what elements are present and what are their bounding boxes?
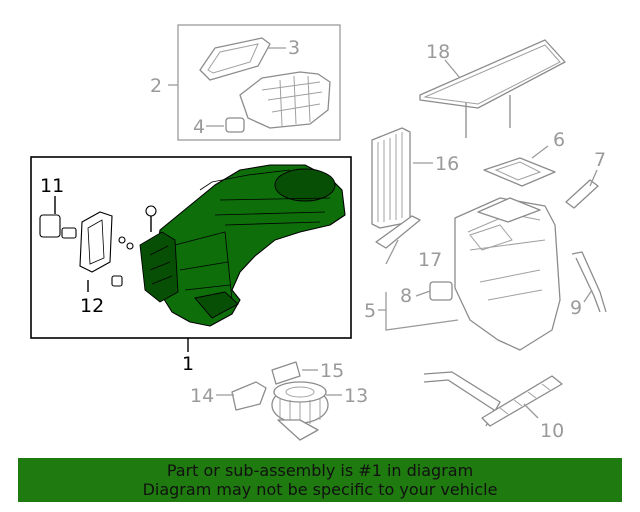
callout-9: 9 [570,297,582,319]
part-7-sensor[interactable] [565,179,599,209]
callout-4: 4 [193,116,205,138]
callout-6: 6 [553,129,565,151]
part-12-cover[interactable] [79,211,113,273]
info-banner: Part or sub-assembly is #1 in diagram Di… [18,458,622,502]
part-16-cabin-filter[interactable] [371,127,411,229]
callout-7: 7 [594,149,606,171]
banner-line-1: Part or sub-assembly is #1 in diagram [166,461,474,480]
callout-17: 17 [418,249,442,271]
callout-18: 18 [426,41,450,63]
part-14-resistor[interactable] [231,381,267,411]
callout-15: 15 [320,360,344,382]
part-10-tubes[interactable] [423,371,563,427]
callout-2: 2 [150,75,162,97]
callout-16: 16 [435,153,459,175]
callout-8: 8 [400,285,412,307]
callout-3: 3 [288,37,300,59]
part-5-housing[interactable] [454,197,561,351]
part-11-actuator[interactable] [39,214,77,239]
part-15-gasket[interactable] [271,361,301,385]
parts-diagram: 3 2 4 18 16 6 7 17 5 8 9 10 15 14 13 11 … [30,24,607,442]
banner-line-2: Diagram may not be specific to your vehi… [142,480,498,499]
part-4-clip[interactable] [225,117,245,133]
part-18-frame[interactable] [419,39,566,138]
part-9-pipe[interactable] [571,251,607,313]
callout-12: 12 [80,295,104,317]
callout-14: 14 [190,385,214,407]
part-1-heater-unit-assembly[interactable] [139,164,346,327]
callout-5: 5 [364,300,376,322]
small-fasteners [111,205,157,287]
callout-11: 11 [40,175,64,197]
callout-1: 1 [182,353,194,375]
part-2-blower-case[interactable] [239,71,331,129]
callout-13: 13 [344,385,368,407]
part-17-bracket[interactable] [375,215,421,249]
leader-lines [54,47,598,419]
callout-10: 10 [540,420,564,442]
part-8-actuator[interactable] [429,281,453,301]
part-13-blower-motor[interactable] [271,381,329,441]
part-6-door[interactable] [483,157,556,187]
part-3-seal[interactable] [199,37,271,81]
